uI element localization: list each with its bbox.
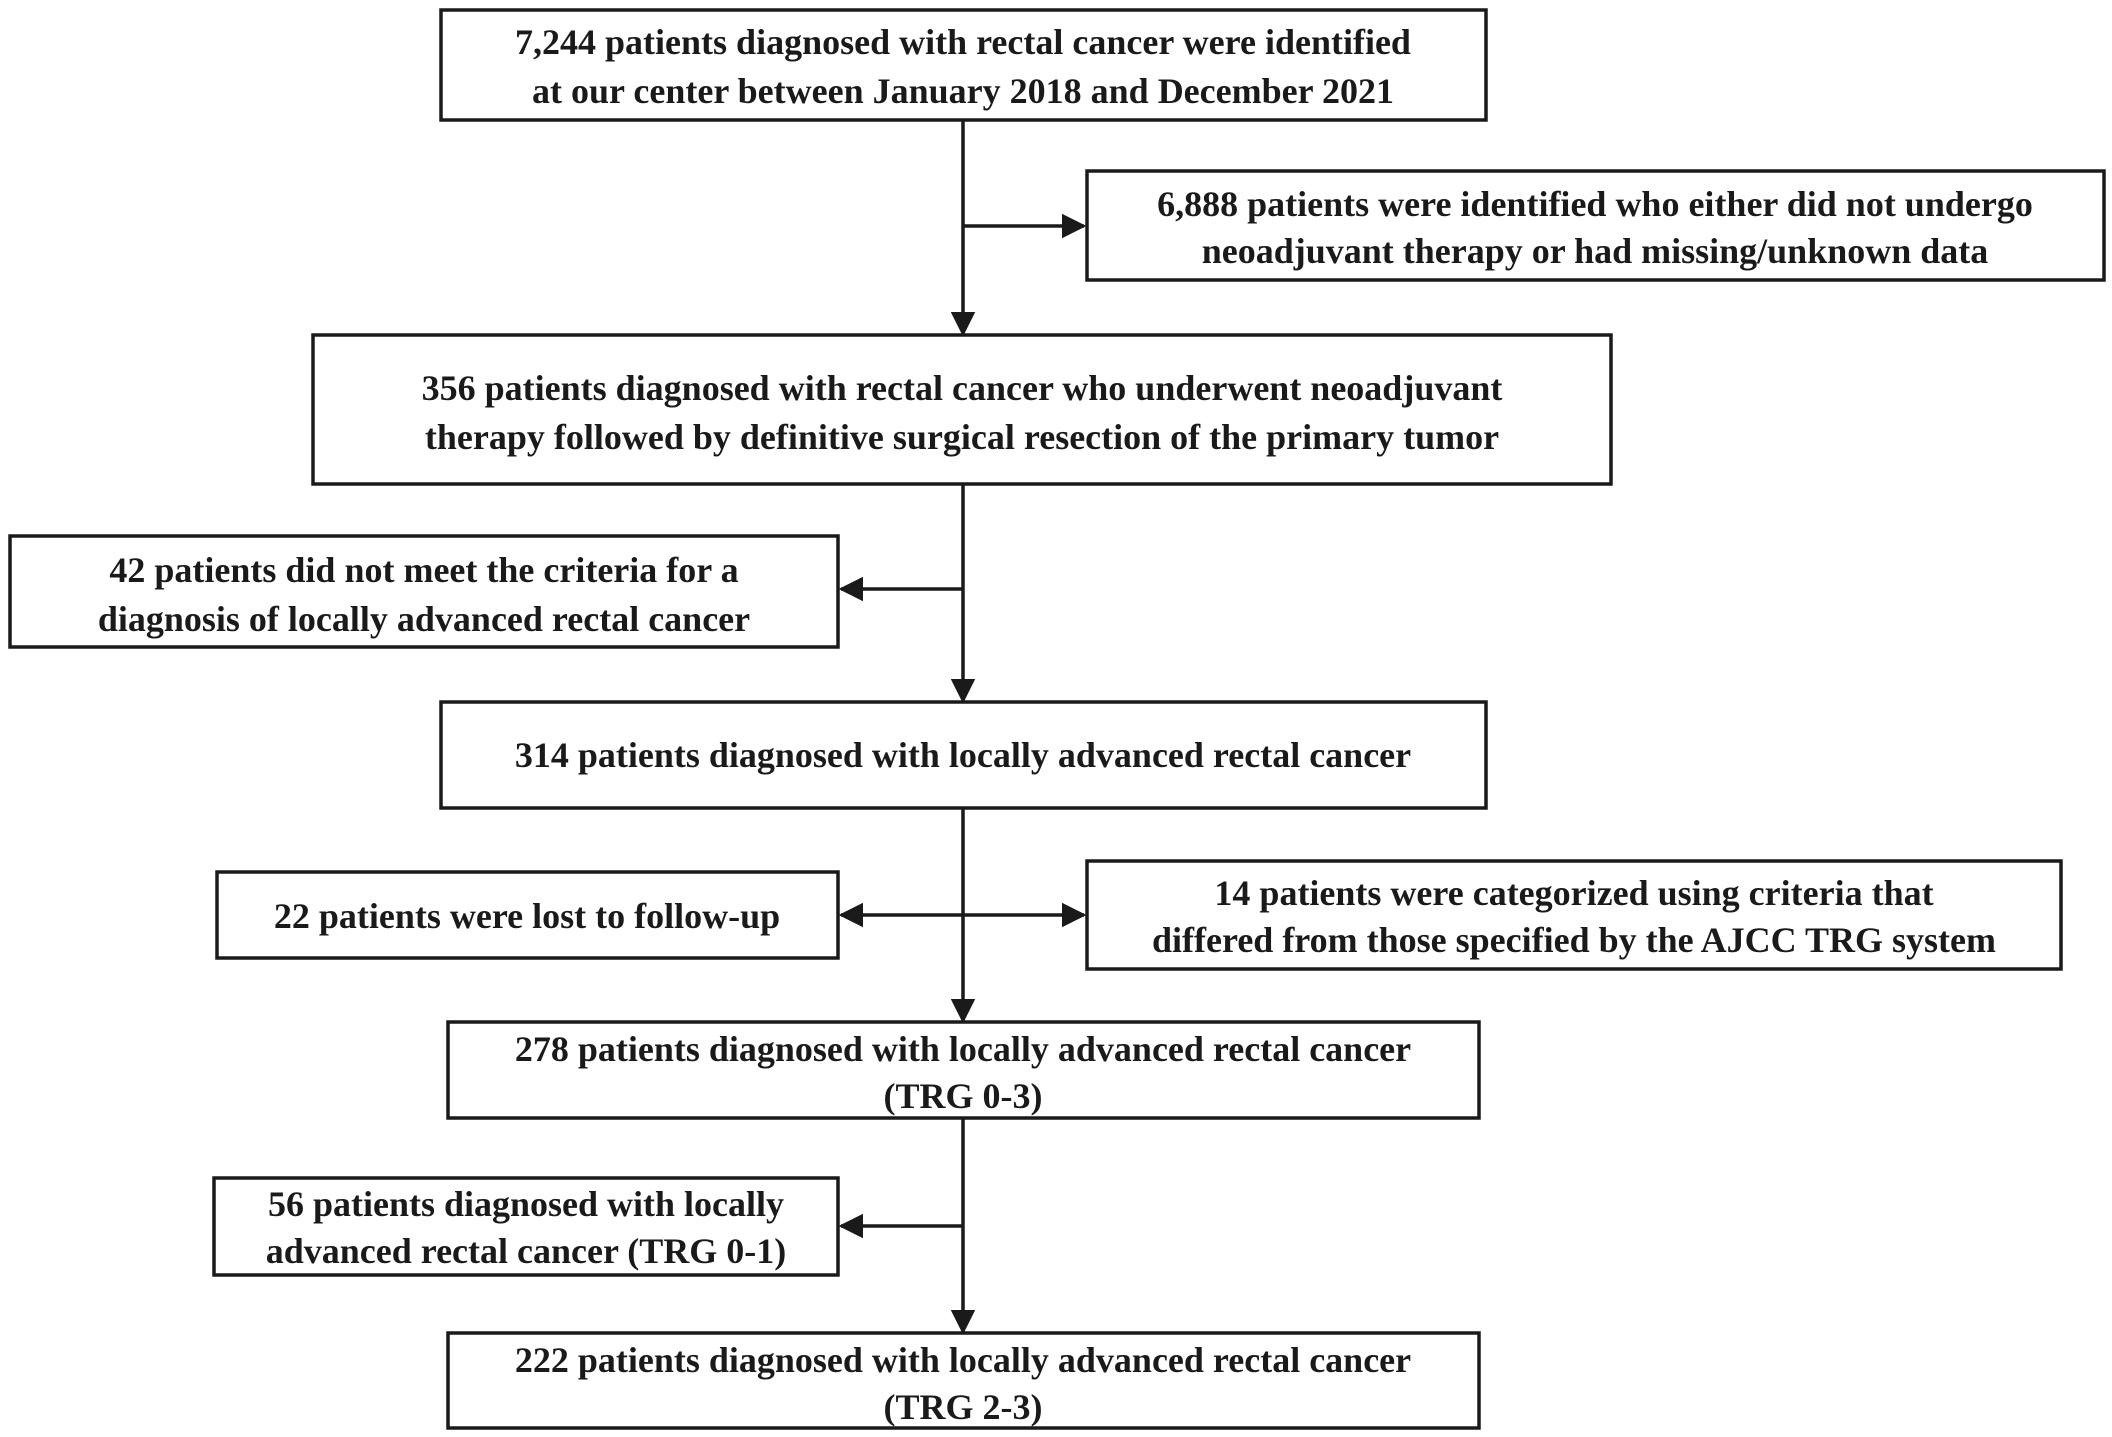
box-neoadjuvant-surgery: 356 patients diagnosed with rectal cance…	[311, 333, 1613, 486]
box-identified-line2: at our center between January 2018 and D…	[532, 71, 1394, 111]
box-trg-0-3-line2: (TRG 0-3)	[884, 1076, 1043, 1116]
box-excluded-not-larc-line1: 42 patients did not meet the criteria fo…	[109, 550, 738, 590]
box-lost-followup: 22 patients were lost to follow-up	[215, 870, 840, 960]
box-trg-0-3: 278 patients diagnosed with locally adva…	[446, 1020, 1481, 1120]
box-excluded-not-larc-line2: diagnosis of locally advanced rectal can…	[98, 599, 750, 639]
box-neoadjuvant-surgery-line1: 356 patients diagnosed with rectal cance…	[422, 368, 1503, 408]
box-trg-0-1-line1: 56 patients diagnosed with locally	[268, 1184, 784, 1224]
box-trg-2-3: 222 patients diagnosed with locally adva…	[446, 1331, 1481, 1430]
box-trg-0-1: 56 patients diagnosed with locally advan…	[212, 1176, 840, 1277]
box-identified-line1: 7,244 patients diagnosed with rectal can…	[515, 22, 1411, 62]
box-excluded-no-neoadjuvant: 6,888 patients were identified who eithe…	[1085, 169, 2106, 282]
box-trg-2-3-line2: (TRG 2-3)	[884, 1387, 1043, 1427]
box-trg-2-3-line1: 222 patients diagnosed with locally adva…	[515, 1340, 1411, 1380]
box-larc: 314 patients diagnosed with locally adva…	[439, 700, 1488, 810]
box-different-criteria-line1: 14 patients were categorized using crite…	[1214, 873, 1933, 913]
box-lost-followup-line1: 22 patients were lost to follow-up	[274, 896, 780, 936]
box-trg-0-1-line2: advanced rectal cancer (TRG 0-1)	[266, 1231, 787, 1271]
box-excluded-no-neoadjuvant-line2: neoadjuvant therapy or had missing/unkno…	[1202, 231, 1989, 271]
box-different-criteria: 14 patients were categorized using crite…	[1085, 859, 2063, 971]
box-trg-0-3-line1: 278 patients diagnosed with locally adva…	[515, 1029, 1411, 1069]
box-identified: 7,244 patients diagnosed with rectal can…	[439, 8, 1488, 122]
box-different-criteria-line2: differed from those specified by the AJC…	[1152, 920, 1996, 960]
box-neoadjuvant-surgery-line2: therapy followed by definitive surgical …	[425, 417, 1499, 457]
box-excluded-not-larc: 42 patients did not meet the criteria fo…	[8, 534, 840, 649]
connectors	[838, 120, 1087, 1335]
box-larc-line1: 314 patients diagnosed with locally adva…	[515, 735, 1411, 775]
box-excluded-no-neoadjuvant-line1: 6,888 patients were identified who eithe…	[1157, 184, 2033, 224]
